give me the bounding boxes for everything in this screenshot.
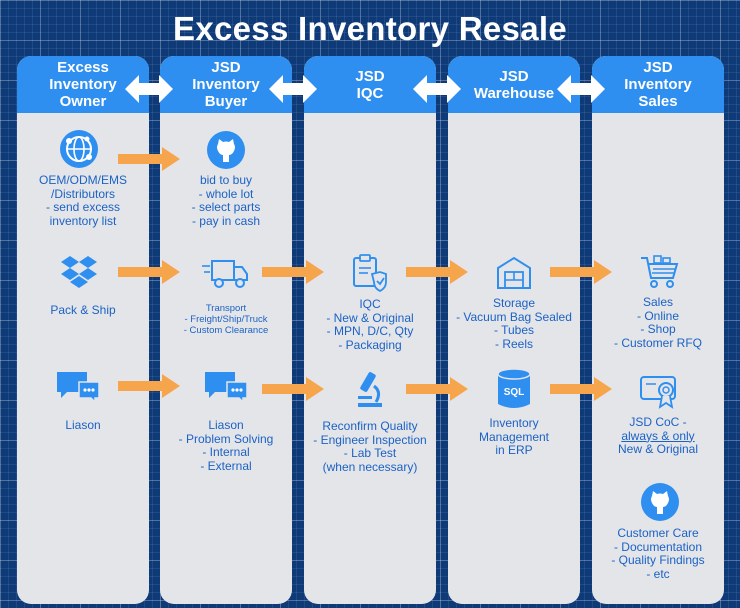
sql-label: SQL <box>504 387 525 398</box>
buyer-bid-text: bid to buy- whole lot- select parts- pay… <box>191 173 261 228</box>
chat-bubbles-icon <box>205 372 247 402</box>
flow-arrow-icon <box>406 377 468 401</box>
flow-arrow-icon <box>262 260 324 284</box>
github-icon <box>641 483 679 521</box>
double-arrow-icon <box>269 75 317 103</box>
customer-care-text: Customer Care- Documentation- Quality Fi… <box>611 526 705 581</box>
chat-bubbles-icon <box>57 372 99 402</box>
flow-arrow-icon <box>550 260 612 284</box>
truck-icon <box>202 260 248 288</box>
flow-arrow-icon <box>118 260 180 284</box>
flow-arrow-icon <box>406 260 468 284</box>
double-arrow-icon <box>125 75 173 103</box>
buyer-liason-text: Liason- Problem Solving- Internal- Exter… <box>178 418 274 473</box>
page-title: Excess Inventory Resale <box>173 10 567 47</box>
flow-arrow-icon <box>118 374 180 398</box>
globe-network-icon <box>60 130 98 168</box>
flow-arrow-icon <box>550 377 612 401</box>
iqc-text: IQC- New & Original- MPN, D/C, Qty- Pack… <box>326 297 414 352</box>
certificate-icon <box>640 376 676 409</box>
owner-liason-text: Liason <box>65 418 101 432</box>
sales-text: Sales- Online- Shop- Customer RFQ <box>613 295 702 350</box>
warehouse-box-icon <box>497 256 531 289</box>
double-arrow-icon <box>557 75 605 103</box>
sql-database-icon: SQL <box>497 368 531 408</box>
flow-arrow-icon <box>262 377 324 401</box>
dropbox-icon <box>61 256 97 288</box>
reconfirm-text: Reconfirm Quality- Engineer Inspection- … <box>313 419 427 474</box>
flow-arrow-icon <box>118 147 180 171</box>
double-arrow-icon <box>413 75 461 103</box>
microscope-icon <box>358 372 382 407</box>
owner-pack-text: Pack & Ship <box>50 303 116 317</box>
storage-text: Storage- Vacuum Bag Sealed- Tubes- Reels <box>456 296 572 351</box>
shopping-cart-icon <box>641 255 679 288</box>
github-icon <box>207 131 245 169</box>
clipboard-check-icon <box>353 254 387 292</box>
buyer-transport-text: Transport- Freight/Ship/Truck- Custom Cl… <box>183 303 269 336</box>
